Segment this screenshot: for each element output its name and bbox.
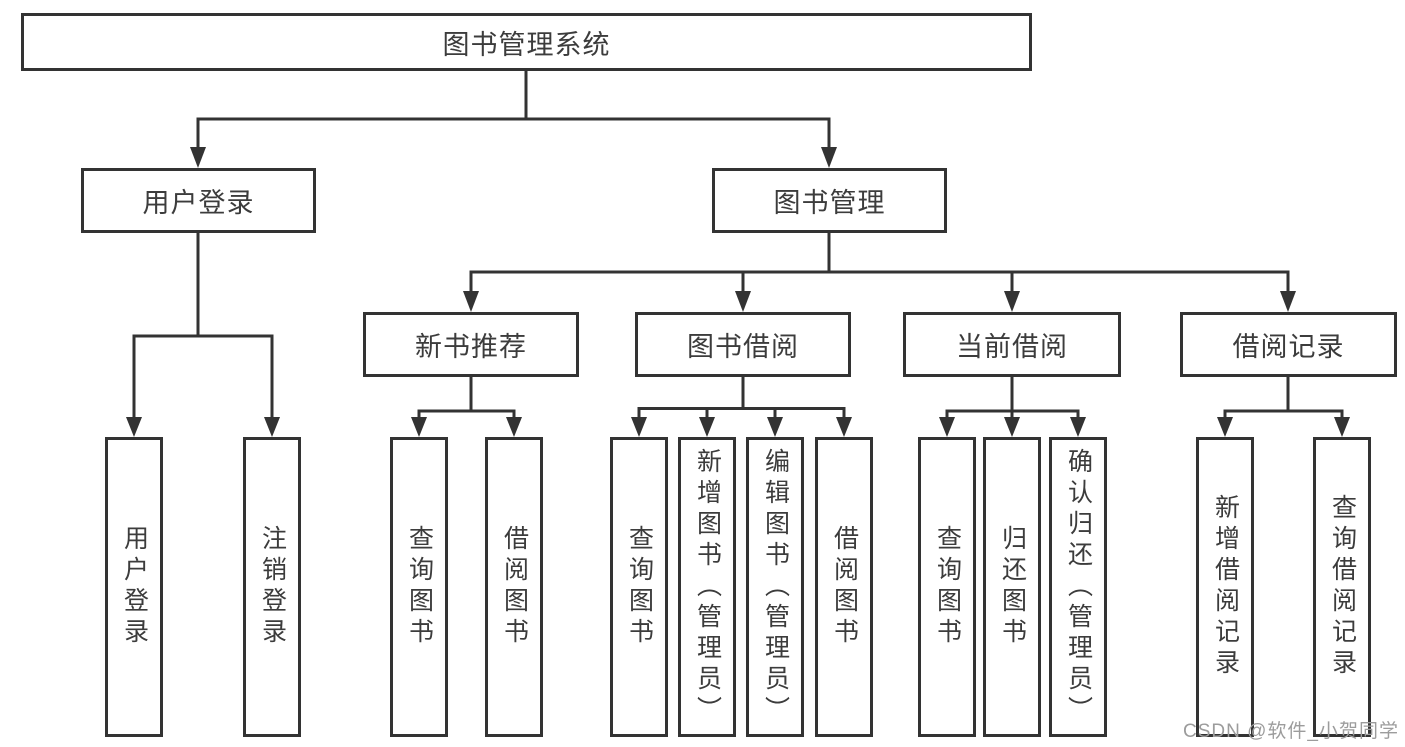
node-leaf-query-borrow-record: 查询借阅记录	[1313, 437, 1371, 737]
arrow-down-icon	[767, 417, 783, 437]
connector-borrowing-records-to-leaves	[1217, 377, 1350, 437]
node-label: 新增借阅记录	[1211, 494, 1240, 680]
arrow-down-icon	[821, 147, 837, 168]
node-label: 确认归还（管理员）	[1064, 447, 1093, 727]
node-label: 图书管理	[773, 188, 886, 218]
arrow-down-icon	[735, 291, 751, 312]
node-leaf-edit-books-admin: 编辑图书（管理员）	[746, 437, 804, 737]
connector-book-management-to-level3	[463, 233, 1296, 312]
node-leaf-borrow-books-2: 借阅图书	[815, 437, 873, 737]
node-label: 用户登录	[142, 188, 255, 218]
node-label: 查询借阅记录	[1328, 494, 1357, 680]
node-label: 查询图书	[625, 525, 654, 649]
node-user-login: 用户登录	[81, 168, 316, 233]
arrow-down-icon	[190, 147, 206, 168]
node-library-management-system: 图书管理系统	[21, 13, 1032, 71]
node-label: 图书管理系统	[442, 29, 611, 60]
node-current-borrowing: 当前借阅	[903, 312, 1121, 377]
connector-user-login-to-leaves	[126, 233, 280, 437]
arrow-down-icon	[631, 417, 647, 437]
node-leaf-add-borrow-record: 新增借阅记录	[1196, 437, 1254, 737]
arrow-down-icon	[411, 417, 427, 437]
arrow-down-icon	[1070, 417, 1086, 437]
node-label: 借阅图书	[500, 525, 529, 649]
arrow-down-icon	[1004, 291, 1020, 312]
node-leaf-query-books-3: 查询图书	[918, 437, 976, 737]
node-leaf-confirm-return-admin: 确认归还（管理员）	[1049, 437, 1107, 737]
node-leaf-borrow-books-1: 借阅图书	[485, 437, 543, 737]
node-label: 查询图书	[933, 525, 962, 649]
arrow-down-icon	[1217, 417, 1233, 437]
node-label: 新书推荐	[415, 332, 527, 362]
connector-root-to-level2	[190, 71, 837, 168]
node-leaf-logout-login: 注销登录	[243, 437, 301, 737]
arrow-down-icon	[264, 417, 280, 437]
arrow-down-icon	[126, 417, 142, 437]
node-label: 借阅记录	[1232, 332, 1345, 362]
arrow-down-icon	[836, 417, 852, 437]
arrow-down-icon	[1004, 417, 1020, 437]
node-label: 查询图书	[405, 525, 434, 649]
node-label: 当前借阅	[956, 332, 1068, 362]
node-leaf-query-books-2: 查询图书	[610, 437, 668, 737]
arrow-down-icon	[1334, 417, 1350, 437]
node-label: 归还图书	[998, 525, 1027, 649]
node-book-management: 图书管理	[712, 168, 947, 233]
node-leaf-return-books: 归还图书	[983, 437, 1041, 737]
connector-current-borrowing-to-leaves	[939, 377, 1086, 437]
csdn-watermark: CSDN @软件_小贺同学	[1183, 721, 1399, 742]
connector-new-book-recommend-to-leaves	[411, 377, 522, 437]
node-label: 注销登录	[258, 525, 287, 649]
arrow-down-icon	[1280, 291, 1296, 312]
arrow-down-icon	[506, 417, 522, 437]
node-leaf-add-books-admin: 新增图书（管理员）	[678, 437, 736, 737]
node-book-borrowing: 图书借阅	[635, 312, 851, 377]
connector-book-borrowing-to-leaves	[631, 377, 852, 437]
arrow-down-icon	[699, 417, 715, 437]
node-label: 借阅图书	[830, 525, 859, 649]
arrow-down-icon	[463, 291, 479, 312]
node-leaf-user-login: 用户登录	[105, 437, 163, 737]
arrow-down-icon	[939, 417, 955, 437]
node-leaf-query-books-1: 查询图书	[390, 437, 448, 737]
node-borrowing-records: 借阅记录	[1180, 312, 1397, 377]
node-label: 图书借阅	[687, 332, 799, 362]
node-label: 新增图书（管理员）	[693, 447, 722, 727]
node-label: 编辑图书（管理员）	[761, 447, 790, 727]
node-label: 用户登录	[120, 525, 149, 649]
node-new-book-recommend: 新书推荐	[363, 312, 579, 377]
